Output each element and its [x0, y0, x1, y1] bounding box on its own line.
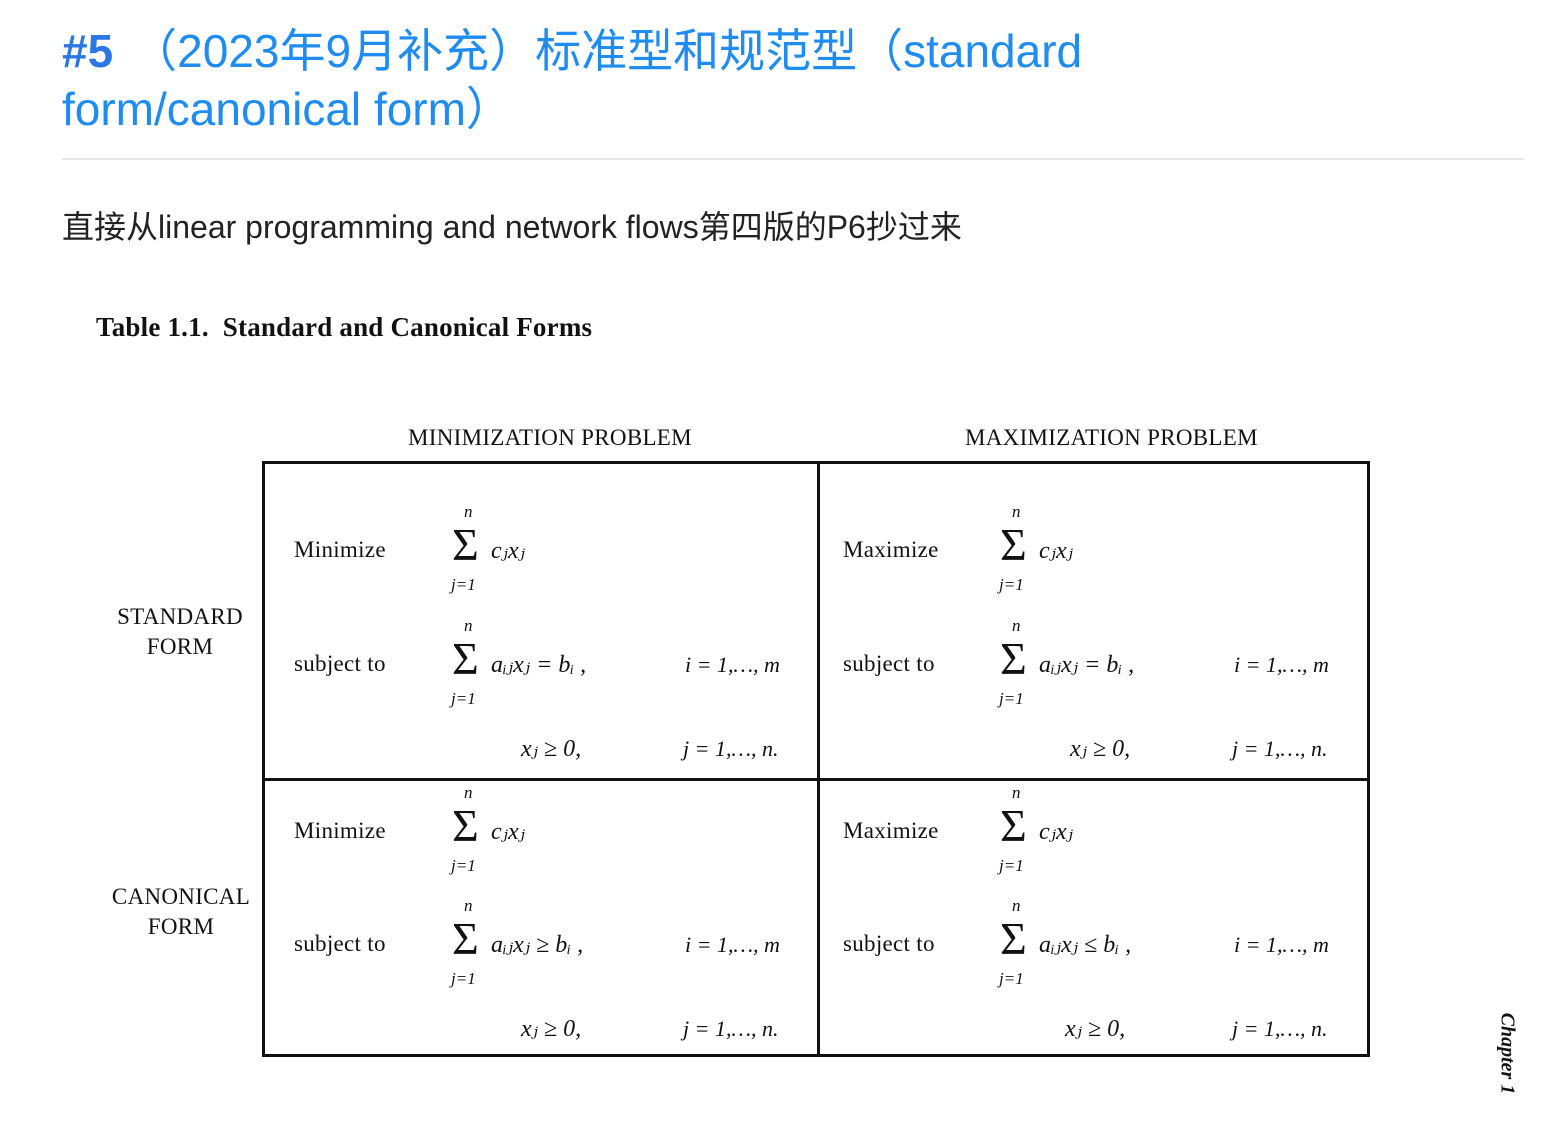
constraint-expression: aᵢⱼxⱼ = bᵢ , [491, 652, 587, 678]
sigma-symbol: Σ [1000, 913, 1027, 964]
variable-range: j = 1,…, n. [1232, 1016, 1328, 1041]
constraint-label: subject to [294, 931, 386, 956]
heading-number: #5 [62, 25, 114, 77]
constraint-range: i = 1,…, m [685, 932, 780, 957]
chapter-marker: Chapter 1 [1496, 1012, 1519, 1095]
sigma-symbol: Σ [1000, 519, 1027, 570]
sigma-symbol: Σ [1000, 633, 1027, 684]
sum-upper: n [464, 616, 473, 635]
objective-expression: cⱼxⱼ [1039, 819, 1073, 845]
heading-divider [62, 158, 1524, 160]
sum-lower: j=1 [451, 969, 476, 988]
constraint-expression: aᵢⱼxⱼ ≤ bᵢ , [1039, 932, 1132, 958]
constraint-expression: aᵢⱼxⱼ ≥ bᵢ , [491, 932, 584, 958]
constraint-label: subject to [294, 651, 386, 676]
forms-table: Minimize n Σ j=1 cⱼxⱼ subject to n Σ j=1… [262, 461, 1370, 1057]
objective-label: Maximize [843, 537, 939, 562]
sigma-symbol: Σ [1000, 800, 1027, 851]
figure-caption: Table 1.1. Standard and Canonical Forms [96, 312, 592, 343]
sum-lower: j=1 [999, 969, 1024, 988]
section-heading: #5（2023年9月补充）标准型和规范型（standard form/canon… [62, 22, 1362, 138]
caption-label: Table 1.1. [96, 312, 209, 342]
variable-range: j = 1,…, n. [1232, 736, 1328, 761]
objective-expression: cⱼxⱼ [491, 538, 525, 564]
sigma-symbol: Σ [452, 519, 479, 570]
sum-lower: j=1 [451, 689, 476, 708]
objective-expression: cⱼxⱼ [491, 819, 525, 845]
sum-upper: n [1012, 502, 1021, 521]
sum-lower: j=1 [451, 856, 476, 875]
nonnegativity-expression: xⱼ ≥ 0, [521, 736, 582, 762]
sum-upper: n [1012, 896, 1021, 915]
constraint-range: i = 1,…, m [685, 652, 780, 677]
constraint-label: subject to [843, 651, 935, 676]
nonnegativity-expression: xⱼ ≥ 0, [1065, 1016, 1126, 1042]
sum-upper: n [1012, 616, 1021, 635]
heading-text: （2023年9月补充）标准型和规范型（standard form/canonic… [62, 25, 1083, 135]
sum-lower: j=1 [999, 575, 1024, 594]
constraint-expression: aᵢⱼxⱼ = bᵢ , [1039, 652, 1135, 678]
objective-label: Minimize [294, 818, 386, 843]
sigma-symbol: Σ [452, 913, 479, 964]
nonnegativity-expression: xⱼ ≥ 0, [521, 1016, 582, 1042]
objective-label: Maximize [843, 818, 939, 843]
caption-title: Standard and Canonical Forms [222, 312, 593, 342]
table-divider-vertical [817, 464, 820, 1054]
objective-expression: cⱼxⱼ [1039, 538, 1073, 564]
variable-range: j = 1,…, n. [683, 736, 779, 761]
constraint-range: i = 1,…, m [1234, 932, 1329, 957]
sum-upper: n [464, 502, 473, 521]
constraint-label: subject to [843, 931, 935, 956]
constraint-range: i = 1,…, m [1234, 652, 1329, 677]
nonnegativity-expression: xⱼ ≥ 0, [1070, 736, 1131, 762]
sum-lower: j=1 [999, 689, 1024, 708]
sum-upper: n [1012, 783, 1021, 802]
sum-upper: n [464, 896, 473, 915]
column-header-min: MINIMIZATION PROBLEM [408, 425, 692, 450]
column-header-max: MAXIMIZATION PROBLEM [965, 425, 1258, 450]
intro-paragraph: 直接从linear programming and network flows第… [62, 209, 962, 245]
sum-upper: n [464, 783, 473, 802]
row-header-canonical: CANONICAL FORM [111, 884, 251, 939]
variable-range: j = 1,…, n. [683, 1016, 779, 1041]
row-header-standard: STANDARD FORM [117, 604, 243, 659]
table-divider-horizontal [265, 778, 1367, 781]
sum-lower: j=1 [451, 575, 476, 594]
objective-label: Minimize [294, 537, 386, 562]
sum-lower: j=1 [999, 856, 1024, 875]
sigma-symbol: Σ [452, 800, 479, 851]
sigma-symbol: Σ [452, 633, 479, 684]
